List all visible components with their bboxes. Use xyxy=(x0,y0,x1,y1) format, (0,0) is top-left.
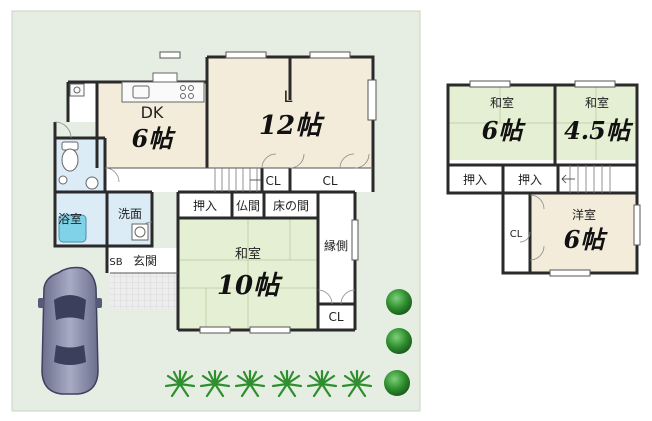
tatami-lines xyxy=(178,218,318,330)
senmen-label: 洗面 xyxy=(118,207,142,221)
dk-size: 6帖 xyxy=(132,124,177,153)
oshiire-1f-floor xyxy=(178,194,232,218)
bushes xyxy=(384,289,412,396)
kitchen-counter xyxy=(121,72,205,103)
utility-fixtures xyxy=(69,83,85,97)
palm-trees xyxy=(164,369,373,398)
dk-name: DK xyxy=(141,103,164,122)
engawa-floor xyxy=(318,194,355,304)
cl-2f-floor xyxy=(503,193,530,273)
oshiire-1f-label: 押入 xyxy=(193,199,217,213)
engawa-label: 縁側 xyxy=(324,238,348,253)
door-swings-2f xyxy=(519,194,545,261)
butsuma-floor xyxy=(232,194,264,218)
genkan-floor xyxy=(107,248,178,273)
thin-lines-1f xyxy=(105,51,377,334)
sink-icon xyxy=(131,223,149,241)
car-icon xyxy=(38,266,102,395)
toilet-icon xyxy=(58,141,99,190)
washitsu6-floor xyxy=(448,85,555,160)
walls-1f xyxy=(53,55,375,332)
washitsu45-size: 4.5帖 xyxy=(564,116,634,145)
cl-engawa-label: CL xyxy=(328,310,343,324)
genkan-tile xyxy=(110,273,178,309)
cl-living-1: CL xyxy=(265,174,280,188)
butsuma-label: 仏間 xyxy=(236,199,260,213)
washitsu10-name: 和室 xyxy=(235,246,261,262)
washitsu6-size: 6帖 xyxy=(482,116,527,145)
thin-lines-2f xyxy=(469,80,641,277)
cl-living-2: CL xyxy=(322,174,337,188)
corridor-floor xyxy=(180,168,373,192)
bath-label: 浴室 xyxy=(58,211,82,226)
washitsu10-size: 10帖 xyxy=(217,271,283,301)
sb-label: SB xyxy=(109,257,122,268)
stairs-2f xyxy=(561,165,611,193)
washitsu45-name: 和室 xyxy=(585,95,609,110)
stairs-1f xyxy=(214,168,262,192)
washitsu6-name: 和室 xyxy=(490,95,514,110)
cl-2f-label: CL xyxy=(510,229,523,240)
living-size: 12帖 xyxy=(259,111,325,141)
youshitsu-floor xyxy=(530,193,637,273)
bathtub-icon xyxy=(58,214,87,243)
youshitsu-size: 6帖 xyxy=(564,225,609,254)
tokonoma-floor xyxy=(264,194,318,218)
tatami-lines-2f xyxy=(448,85,637,160)
genkan-label: 玄関 xyxy=(133,253,157,268)
youshitsu-name: 洋室 xyxy=(572,207,596,222)
hall-floor xyxy=(105,168,180,192)
living-name: L xyxy=(284,87,293,106)
oshiire-2f-2-label: 押入 xyxy=(518,173,542,187)
cl-engawa-floor xyxy=(318,304,355,330)
tokonoma-label: 床の間 xyxy=(273,199,309,213)
oshiire-2f-1-label: 押入 xyxy=(463,173,487,187)
